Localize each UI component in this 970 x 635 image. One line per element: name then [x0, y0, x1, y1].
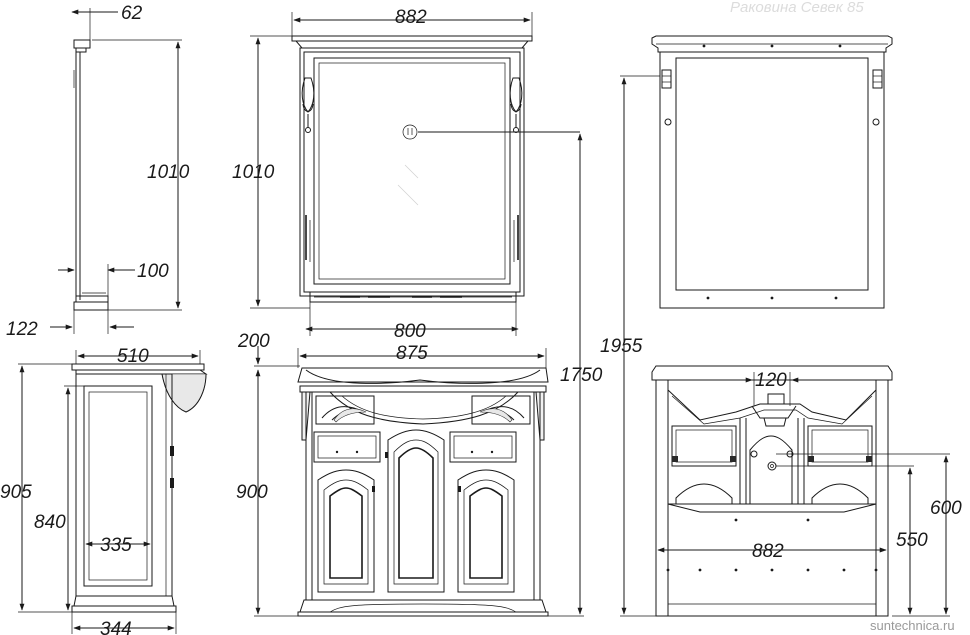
outlet-icon [397, 124, 419, 206]
dim-cabinet-side-height: 905 [0, 482, 32, 503]
dim-mirror-front-width: 882 [395, 7, 427, 28]
dim-mirror-shelf-width: 800 [394, 321, 426, 342]
dim-drain-height: 600 [930, 498, 962, 519]
dim-mirror-side-height: 1010 [147, 162, 190, 183]
dim-cabinet-side-depth: 510 [117, 346, 149, 367]
dim-mirror-shelf-depth: 100 [137, 261, 169, 282]
dim-cabinet-front-height: 900 [236, 482, 268, 503]
mirror-back-view [620, 35, 893, 309]
dim-cabinet-width: 875 [396, 343, 428, 364]
mirror-front-view: 882 1010 800 [232, 7, 580, 342]
dim-cabinet-inner-depth: 335 [100, 535, 132, 556]
dim-drain-spacing: 120 [755, 370, 787, 391]
mirror-side-view: 62 1010 100 122 [6, 3, 190, 340]
dim-inlet-height: 550 [896, 530, 928, 551]
dim-mirror-mount-height: 1750 [560, 365, 603, 386]
dim-cabinet-base-depth: 344 [100, 619, 132, 635]
dim-total-height: 1955 [600, 336, 643, 357]
dim-back-width: 882 [752, 541, 784, 562]
cabinet-back-view: 120 882 600 550 [651, 365, 962, 617]
dim-mirror-bottom-depth: 122 [6, 319, 38, 340]
cabinet-side-view: 510 905 840 335 344 [0, 346, 208, 635]
cabinet-front-view: 875 900 [236, 343, 549, 617]
dim-mirror-front-height: 1010 [232, 162, 275, 183]
left-lamp-icon [301, 77, 315, 262]
dim-mirror-side-depth: 62 [121, 3, 143, 24]
dim-cabinet-body-height: 840 [34, 512, 66, 533]
dim-mirror-mount-offset: 200 [237, 331, 270, 352]
left-hanger-icon [661, 69, 672, 89]
right-hanger-icon [872, 69, 883, 89]
watermark-text: suntechnica.ru [870, 618, 955, 633]
header-text: Раковина Севек 85 [730, 0, 864, 16]
